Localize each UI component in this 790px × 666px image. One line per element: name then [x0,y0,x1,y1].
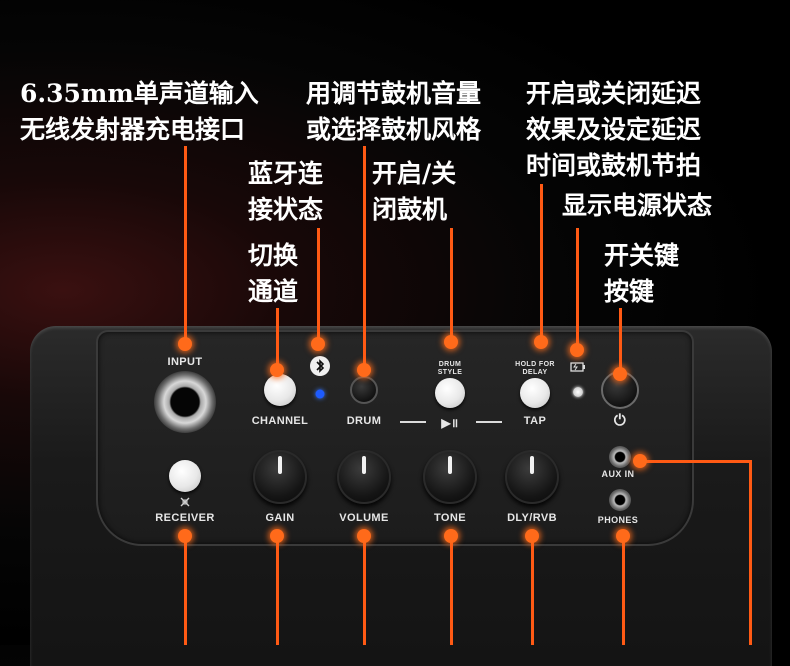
marker-drum-style [444,335,458,349]
connector-receiver [184,536,187,645]
marker-power-key [613,367,627,381]
gain-label: GAIN [265,512,295,524]
hold-for-delay-label: HOLD FOR DELAY [515,361,555,377]
connector-bluetooth [317,228,320,344]
phones-jack[interactable] [609,489,631,511]
tap-button[interactable] [520,378,550,408]
drum-annotation: 开启/关 闭鼓机 [372,156,456,228]
hold-for-delay-label-line2: DELAY [522,369,548,376]
marker-phones [616,529,630,543]
drum-button[interactable] [350,376,378,404]
volume-annotation-line2: 或选择鼓机风格 [306,115,482,144]
marker-delay [534,335,548,349]
bluetooth-icon [310,356,330,376]
connector-tone [450,536,453,645]
input-jack[interactable] [154,371,216,433]
gain-knob[interactable] [253,450,307,504]
marker-dly-rvb [525,529,539,543]
marker-bluetooth [311,337,325,351]
connector-channel [276,308,279,366]
battery-icon [570,362,585,372]
marker-power-status [570,343,584,357]
connector-power-status [576,228,579,348]
connector-power-key [619,308,622,372]
aux-in-label: AUX IN [601,469,635,479]
volume-annotation: 用调节鼓机音量 或选择鼓机风格 [306,76,481,148]
tone-knob[interactable] [423,450,477,504]
power-status-annotation-line1: 显示电源状态 [562,191,713,220]
dly-rvb-knob[interactable] [505,450,559,504]
bluetooth-annotation: 蓝牙连 接状态 [248,156,323,228]
marker-aux-in [633,454,647,468]
bluetooth-led [315,389,325,399]
connector-aux-in-vertical [749,460,752,645]
power-status-led [573,387,583,397]
delay-annotation: 开启或关闭延迟 效果及设定延迟 时间或鼓机节拍 [526,76,701,184]
drum-style-label-line2: STYLE [437,369,463,376]
bluetooth-annotation-line1: 蓝牙连 [248,159,324,188]
input-label: INPUT [167,356,203,368]
phones-label: PHONES [597,515,639,525]
connector-drum [363,146,366,368]
drum-style-label: DRUM STYLE [438,361,463,377]
marker-drum [357,363,371,377]
hold-for-delay-label-line1: HOLD FOR [515,361,555,368]
marker-receiver [178,529,192,543]
drum-style-button[interactable] [435,378,465,408]
tap-label: TAP [523,415,547,427]
delay-annotation-line2: 效果及设定延迟 [526,115,702,144]
volume-knob[interactable] [337,450,391,504]
delay-annotation-line1: 开启或关闭延迟 [526,79,702,108]
connector-volume [363,536,366,645]
volume-label: VOLUME [339,512,389,524]
channel-annotation-line1: 切换 [248,241,299,270]
drum-label: DRUM [346,415,382,427]
play-pause-line-left [400,421,426,423]
power-key-annotation: 开关键 按键 [604,238,679,310]
connector-gain [276,536,279,645]
marker-channel [270,363,284,377]
bluetooth-annotation-line2: 接状态 [248,195,324,224]
drum-style-label-line1: DRUM [438,361,462,368]
play-pause-line-right [476,421,502,423]
product-annotation-image: 6.35mm单声道输入 无线发射器充电接口 用调节鼓机音量 或选择鼓机风格 开启… [20,76,772,666]
input-annotation-line2: 无线发射器充电接口 [20,115,246,144]
marker-volume [357,529,371,543]
power-icon: ⏻ [613,412,627,429]
channel-annotation: 切换 通道 [248,238,298,310]
input-annotation: 6.35mm单声道输入 无线发射器充电接口 [20,76,259,148]
receiver-label: RECEIVER [155,512,215,524]
connector-dly-rvb [531,536,534,645]
channel-label: CHANNEL [251,415,309,427]
play-pause-icon: ▶॥ [441,416,459,430]
drum-annotation-line2: 闭鼓机 [372,195,448,224]
volume-annotation-line1: 用调节鼓机音量 [306,79,482,108]
aux-in-jack[interactable] [609,446,631,468]
connector-aux-in-horizontal [640,460,752,463]
channel-button[interactable] [264,374,296,406]
connector-drum-style [450,228,453,340]
marker-input [178,337,192,351]
connector-delay [540,184,543,340]
marker-gain [270,529,284,543]
dly-rvb-label: DLY/RVB [507,512,557,524]
receiver-button[interactable] [169,460,201,492]
receiver-icon [180,497,190,507]
connector-phones [622,536,625,645]
control-panel [96,330,694,546]
power-key-annotation-line1: 开关键 [604,241,680,270]
drum-annotation-line1: 开启/关 [372,159,457,188]
power-status-annotation: 显示电源状态 [562,188,712,224]
channel-annotation-line2: 通道 [248,277,299,306]
delay-annotation-line3: 时间或鼓机节拍 [526,151,702,180]
input-annotation-line1: 6.35mm单声道输入 [20,79,259,108]
connector-input [184,146,187,344]
marker-tone [444,529,458,543]
tone-label: TONE [434,512,466,524]
power-key-annotation-line2: 按键 [604,277,655,306]
